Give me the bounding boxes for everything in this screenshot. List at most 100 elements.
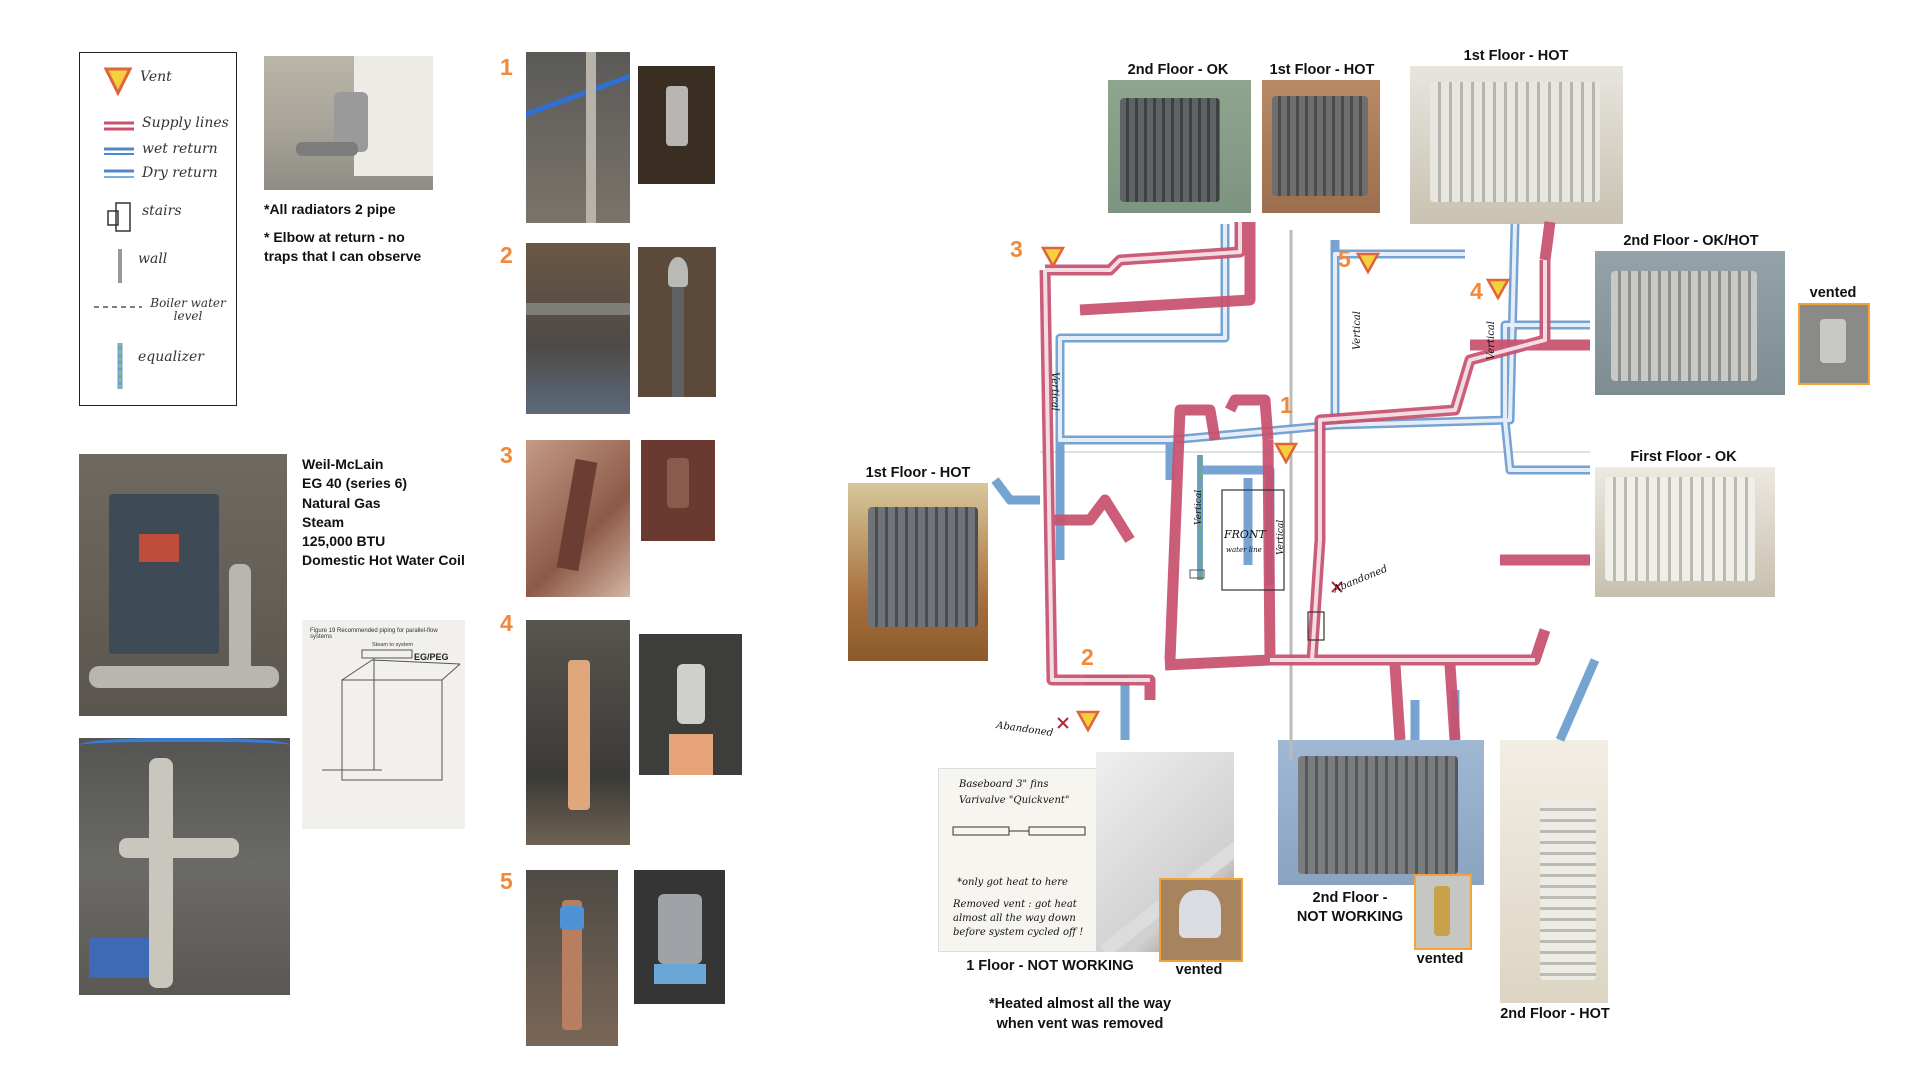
vent-number-4: 4	[500, 610, 513, 636]
boiler-photo	[79, 454, 287, 716]
dry-return-icon	[104, 169, 134, 178]
vent-2-closeup-photo	[638, 247, 716, 397]
vertical-label-boiler-right: Vertical	[1276, 519, 1286, 555]
vent-icon	[103, 67, 133, 97]
vent-3-closeup-photo	[641, 440, 715, 541]
caption-2nd-floor-hot: 2nd Floor - HOT	[1500, 1006, 1610, 1022]
vent-1-closeup-photo	[638, 66, 715, 184]
figure-heading: Figure 19 Recommended piping for paralle…	[310, 628, 438, 640]
legend-wet-return-label: wet return	[142, 141, 218, 157]
radiator-first-floor-ok-photo	[1595, 467, 1775, 597]
vent-marker-icon	[1040, 246, 1511, 733]
radiator-2nd-floor-hot-photo	[1500, 740, 1608, 1003]
quickvent-photo	[1159, 878, 1243, 962]
two-pipe-note: *All radiators 2 pipe	[264, 201, 396, 217]
caption-2nd-floor-ok: 2nd Floor - OK	[1127, 62, 1229, 78]
caption-1st-floor-hot-big: 1st Floor - HOT	[1463, 48, 1569, 64]
wet-return-icon	[104, 147, 134, 155]
vent-5-closeup-photo	[634, 870, 725, 1004]
vent-number-5: 5	[500, 868, 513, 894]
diagram-number-2: 2	[1081, 644, 1094, 670]
legend-symbols	[94, 67, 142, 389]
figure-model: EG/PEG	[414, 652, 449, 662]
return-pipes-inner	[1058, 223, 1590, 472]
caption-vented-1: vented	[1809, 285, 1857, 301]
legend-equalizer-label: equalizer	[138, 349, 204, 365]
diagram-number-5: 5	[1338, 246, 1351, 272]
vented-valve-1-photo	[1798, 303, 1870, 385]
legend-wall-label: wall	[138, 251, 168, 267]
vent-4-location-photo	[526, 620, 630, 845]
vertical-label-right: Vertical	[1486, 321, 1497, 360]
legend-box: Vent Supply lines wet return Dry return …	[79, 52, 237, 406]
caption-vented-3: vented	[1416, 951, 1464, 967]
radiator-1st-floor-hot-big-photo	[1410, 66, 1623, 224]
elbow-note-line2: traps that I can observe	[264, 248, 422, 264]
caption-first-floor-ok: First Floor - OK	[1630, 449, 1737, 465]
radiator-1st-floor-hot-left-photo	[848, 483, 988, 661]
radiator-1st-floor-hot-photo	[1262, 80, 1380, 213]
heated-note-line2: when vent was removed	[996, 1016, 1164, 1032]
vent-number-3: 3	[500, 442, 513, 468]
baseboard-sketch	[952, 826, 1086, 836]
legend-dry-return-label: Dry return	[142, 165, 218, 181]
supply-pipes	[1039, 221, 1590, 741]
baseboard-note-line4: Removed vent : got heat	[953, 899, 1077, 910]
boiler-front-label: FRONT	[1224, 528, 1266, 541]
vertical-label-mid: Vertical	[1352, 311, 1363, 350]
boiler-spec-line: Domestic Hot Water Coil	[302, 552, 465, 569]
water-line-label: water line	[1226, 546, 1262, 554]
vent-number-1: 1	[500, 54, 513, 80]
caption-1st-floor-hot-left: 1st Floor - HOT	[865, 465, 971, 481]
basement-piping-photo	[79, 738, 290, 995]
vent-1-location-photo	[526, 52, 630, 223]
boiler-spec-line: Weil-McLain	[302, 456, 384, 472]
vent-3-location-photo	[526, 440, 630, 597]
diagram-number-4: 4	[1470, 278, 1483, 304]
caption-2nd-floor-not-working-1: 2nd Floor -	[1312, 890, 1388, 906]
boiler-spec-line: Steam	[302, 513, 345, 530]
supply-pipes-inner	[1043, 222, 1547, 682]
elbow-note-line1: * Elbow at return - no	[264, 229, 405, 245]
baseboard-note-line3: *only got heat to here	[957, 877, 1068, 888]
baseboard-note-line5: almost all the way down	[953, 913, 1076, 924]
boiler-spec-line: Natural Gas	[302, 494, 381, 511]
caption-1st-floor-hot-top: 1st Floor - HOT	[1269, 62, 1375, 78]
piping-diagram	[991, 221, 1600, 760]
boiler-spec-line: EG 40 (series 6)	[302, 475, 408, 492]
supply-line-icon	[104, 121, 134, 131]
caption-vented-2: vented	[1175, 962, 1223, 978]
radiator-2nd-floor-not-working-photo	[1278, 740, 1484, 885]
return-elbow-photo	[264, 56, 433, 190]
figure-sketch	[322, 649, 461, 781]
stairs-symbol	[1307, 611, 1325, 641]
baseboard-note-line1: Baseboard 3" fins	[959, 779, 1049, 790]
stairs-icon	[107, 202, 131, 232]
baseboard-note-line6: before system cycled off !	[953, 927, 1084, 938]
figure-steam-label: Steam to system	[372, 642, 413, 648]
legend-vent-label: Vent	[140, 69, 172, 85]
caption-1-floor-not-working: 1 Floor - NOT WORKING	[966, 958, 1134, 974]
diagram-number-1: 1	[1280, 392, 1293, 418]
vertical-label-left: Vertical	[1049, 372, 1060, 411]
boiler-outline	[1221, 489, 1285, 591]
legend-water-level-label: Boiler water level	[150, 296, 226, 323]
legend-stairs-label: stairs	[142, 203, 182, 219]
radiator-2nd-floor-ok-photo	[1108, 80, 1251, 213]
vent-number-2: 2	[500, 242, 513, 268]
diagram-number-3: 3	[1010, 236, 1023, 262]
boiler-spec-line: 125,000 BTU	[302, 533, 386, 550]
radiator-2nd-floor-ok-hot-photo	[1595, 251, 1785, 395]
baseboard-note-line2: Varivalve "Quickvent"	[959, 795, 1070, 806]
vent-4-closeup-photo	[639, 634, 742, 775]
vent-5-location-photo	[526, 870, 618, 1046]
heated-note-line1: *Heated almost all the way	[988, 996, 1172, 1012]
boiler-specs: Weil-McLain EG 40 (series 6) Natural Gas…	[302, 455, 465, 571]
legend-supply-label: Supply lines	[142, 115, 229, 131]
vertical-label-boiler-left: Vertical	[1194, 489, 1204, 525]
piping-figure-doc: Figure 19 Recommended piping for paralle…	[302, 620, 465, 829]
caption-2nd-floor-ok-hot: 2nd Floor - OK/HOT	[1623, 233, 1759, 249]
vented-valve-3-photo	[1414, 874, 1472, 950]
baseboard-note-card: Baseboard 3" fins Varivalve "Quickvent" …	[938, 768, 1098, 952]
caption-2nd-floor-not-working-2: NOT WORKING	[1296, 909, 1404, 925]
